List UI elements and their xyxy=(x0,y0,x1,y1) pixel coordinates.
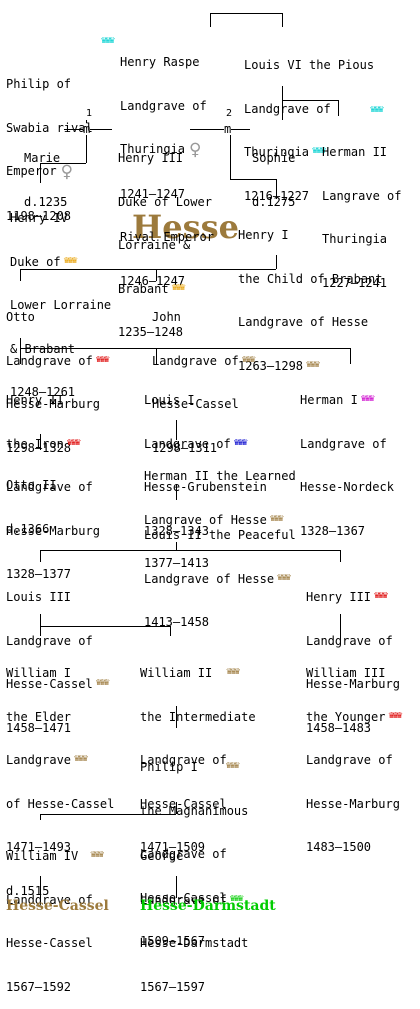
connector xyxy=(20,348,350,349)
connector xyxy=(20,269,21,281)
branch-hesse-cassel: Hesse-Cassel xyxy=(6,898,109,914)
connector xyxy=(276,255,277,269)
crown-icon-orange: ♛♛♛ xyxy=(171,281,186,293)
marriage-mark-1: m xyxy=(83,122,91,136)
person-louis-iii: Louis III Landgrave of Hesse-Cassel♛♛♛ 1… xyxy=(6,590,110,735)
connector xyxy=(40,876,41,898)
person-louis-i: Louis I Landgrave of♛♛♛ Hesse-Grubenstei… xyxy=(144,393,267,538)
connector xyxy=(230,179,276,180)
marriage-mark-2: m xyxy=(224,122,232,136)
connector xyxy=(230,129,231,179)
person-john: John Landgrave of♛♛♛ Hesse-Cassel 1298–1… xyxy=(152,310,256,455)
crown-icon-gold: ♛♛♛ xyxy=(225,760,240,771)
female-symbol-icon: ♀ xyxy=(60,162,74,182)
crown-icon-red: ♛♛♛ xyxy=(66,436,81,448)
page-title: Hesse xyxy=(132,208,239,246)
person-otto: Otto Landgrave of♛♛♛ Hesse-Marburg 1298–… xyxy=(6,310,110,455)
connector xyxy=(40,814,176,815)
person-sophie: Sophie d.1275 xyxy=(252,151,296,209)
person-george: George Landgrave of♛♛♛ Hesse-Darmstadt 1… xyxy=(140,849,249,994)
connector xyxy=(282,86,283,100)
female-symbol-icon: ♀ xyxy=(189,140,202,160)
connector xyxy=(20,269,276,270)
marriage-order-1: 1 xyxy=(86,108,93,120)
connector xyxy=(170,626,171,636)
branch-hesse-darmstadt: Hesse-Darmstadt xyxy=(140,898,276,914)
connector xyxy=(40,550,41,562)
connector xyxy=(176,420,177,440)
person-henry-iii-marburg: Henry III♛♛♛ Landgrave of Hesse-Marburg … xyxy=(306,590,400,735)
crown-icon-magenta: ♛♛♛ xyxy=(360,393,375,404)
connector xyxy=(340,550,341,562)
person-henry-iv: Henry IV Duke of♛♛♛ Lower Lorraine & Bra… xyxy=(10,211,112,399)
crown-icon-red: ♛♛♛ xyxy=(374,590,388,601)
person-herman-i: Herman I♛♛♛ Landgrave of Hesse-Nordeck 1… xyxy=(300,393,394,538)
person-louis-ii: Louis II the Peaceful Landgrave of Hesse… xyxy=(144,528,296,629)
connector xyxy=(282,100,283,120)
connector xyxy=(282,13,283,27)
connector xyxy=(176,876,177,898)
crown-icon-red: ♛♛♛ xyxy=(95,353,110,365)
crown-icon-gold: ♛♛♛ xyxy=(277,571,291,583)
crown-icon-cyan: ♛♛♛ xyxy=(312,145,326,156)
connector xyxy=(20,338,21,348)
person-william-iv: William IV♛♛♛ Landgrave of Hesse-Cassel … xyxy=(6,849,104,994)
connector xyxy=(40,163,86,164)
connector xyxy=(40,163,41,183)
person-henry-i-hesse: Henry I the Child of Brabant Landgrave o… xyxy=(238,228,383,373)
connector xyxy=(276,179,277,199)
crown-icon-cyan: ♛♛♛ xyxy=(101,35,115,46)
connector xyxy=(210,13,211,27)
connector xyxy=(176,542,177,550)
connector xyxy=(340,614,341,638)
connector xyxy=(40,814,41,820)
person-louis-vi: Louis VI the Pious Landgrave of Thuringi… xyxy=(244,58,375,203)
connector xyxy=(156,348,157,364)
connector xyxy=(20,348,21,364)
connector xyxy=(176,706,177,728)
person-henry-raspe: Henry Raspe Landgrave of Thuringia♀ 1241… xyxy=(120,55,214,288)
connector xyxy=(40,550,340,551)
connector xyxy=(40,434,41,450)
crown-icon-gold: ♛♛♛ xyxy=(90,849,104,860)
person-herman-ii-thuringia: Herman II Langrave of Thuringia 1227–124… xyxy=(322,145,402,290)
connector xyxy=(282,100,338,101)
crown-icon-gold: ♛♛♛ xyxy=(74,753,88,764)
crown-icon-gold: ♛♛♛ xyxy=(95,677,110,688)
crown-icon-green: ♛♛♛ xyxy=(229,892,244,904)
connector xyxy=(210,13,282,14)
marriage-order-2: 2 xyxy=(226,108,233,120)
person-herman-ii-learned: Herman II the Learned Langrave of Hesse♛… xyxy=(144,469,296,570)
connector xyxy=(176,802,177,814)
person-henry-iii-brabant: Henry III Duke of Lower Lorraine & Braba… xyxy=(118,151,212,339)
connector xyxy=(40,626,170,627)
connector xyxy=(40,614,41,626)
person-marie: Marie d.1235 xyxy=(24,151,68,209)
crown-icon-cyan: ♛♛♛ xyxy=(370,104,384,115)
crown-icon-gold: ♛♛♛ xyxy=(269,512,284,524)
crown-icon-blue: ♛♛♛ xyxy=(233,436,248,448)
person-henry-ii-iron: Henry II the Iron♛♛♛ Landgrave of Hesse-… xyxy=(6,393,100,581)
connector xyxy=(40,626,41,636)
connector xyxy=(350,348,351,364)
crown-icon-gold: ♛♛♛ xyxy=(241,353,256,365)
crown-icon-orange: ♛♛♛ xyxy=(63,254,78,266)
connector xyxy=(190,129,250,130)
person-william-iii: William III the Younger♛♛♛ Landgrave of … xyxy=(306,666,403,854)
connector xyxy=(176,484,177,500)
connector xyxy=(156,269,157,281)
person-philip-of-swabia: Philip of Swabia rival Emperor♀ 1198–120… xyxy=(6,77,93,223)
crown-icon-gold: ♛♛♛ xyxy=(226,666,240,677)
connector xyxy=(86,129,87,163)
crown-icon-red: ♛♛♛ xyxy=(388,709,402,721)
person-otto-ii: Otto II d.1366 xyxy=(6,478,57,536)
person-william-i: William I the Elder Landgrave♛♛♛ of Hess… xyxy=(6,666,115,898)
crown-icon-gold: ♛♛♛ xyxy=(306,358,320,370)
person-william-ii: William II♛♛♛ the Intermediate Landgrave… xyxy=(140,666,256,854)
connector xyxy=(338,100,339,116)
